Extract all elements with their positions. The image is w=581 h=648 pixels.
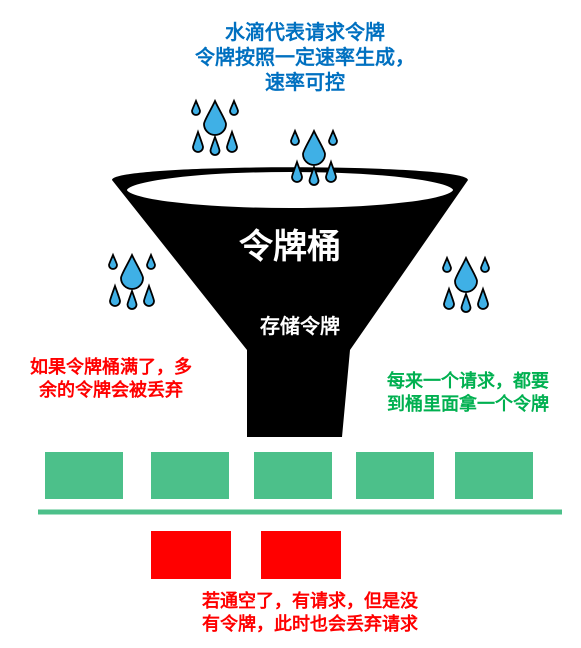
token-slot	[254, 452, 332, 499]
water-drop-icon	[143, 283, 155, 307]
water-drop-icon	[328, 128, 338, 146]
funnel-rim	[123, 168, 457, 212]
water-drop-icon	[291, 159, 303, 183]
water-drop-icon	[203, 98, 227, 136]
water-drop-icon	[226, 129, 238, 153]
discarded-request-block	[261, 531, 341, 579]
overflow-note-line-2: 余的令牌会被丢弃	[39, 379, 183, 401]
water-drop-icon	[209, 134, 221, 156]
token-slot	[45, 452, 123, 499]
water-drop-cluster-icon	[108, 252, 156, 310]
water-drop-cluster-icon	[442, 255, 490, 313]
water-drop-icon	[146, 252, 156, 270]
funnel-title: 令牌桶	[239, 227, 341, 267]
empty-bucket-note-line-1: 若通空了，有请求，但是没	[202, 591, 418, 612]
water-drop-cluster-icon	[290, 128, 338, 186]
token-slot	[151, 452, 229, 499]
water-drop-icon	[454, 255, 478, 293]
water-drop-icon	[126, 288, 138, 310]
water-drop-cluster-icon	[191, 98, 239, 156]
token-drop-note-line-2: 令牌按照一定速率生成，	[195, 45, 415, 69]
token-drop-note-line-3: 速率可控	[265, 70, 345, 94]
water-drop-icon	[109, 283, 121, 307]
water-drop-icon	[192, 129, 204, 153]
request-note-line-2: 到桶里面拿一个令牌	[387, 393, 549, 415]
water-drop-icon	[229, 98, 239, 116]
water-drop-icon	[460, 291, 472, 313]
token-drop-note: 水滴代表请求令牌 令牌按照一定速率生成， 速率可控	[160, 20, 450, 95]
water-drop-icon	[443, 286, 455, 310]
token-slot	[455, 452, 533, 499]
funnel-subtitle: 存储令牌	[260, 314, 340, 338]
empty-bucket-note: 若通空了，有请求，但是没 有令牌，此时也会丢弃请求	[150, 591, 470, 636]
water-drop-icon	[191, 98, 201, 116]
water-drop-icon	[480, 255, 490, 273]
water-drop-icon	[120, 252, 144, 290]
overflow-note: 如果令牌桶满了，多 余的令牌会被丢弃	[6, 357, 216, 402]
water-drop-icon	[325, 159, 337, 183]
empty-bucket-note-line-2: 有令牌，此时也会丢弃请求	[202, 613, 418, 635]
request-note-line-1: 每来一个请求，都要	[387, 371, 549, 392]
water-drop-icon	[302, 128, 326, 166]
token-slot	[356, 452, 434, 499]
water-drop-icon	[477, 286, 489, 310]
water-drop-icon	[308, 164, 320, 186]
water-drop-icon	[290, 128, 300, 146]
request-note: 每来一个请求，都要 到桶里面拿一个令牌	[358, 371, 578, 416]
token-drop-note-line-1: 水滴代表请求令牌	[225, 20, 385, 44]
overflow-note-line-1: 如果令牌桶满了，多	[30, 357, 192, 378]
water-drop-icon	[442, 255, 452, 273]
water-drop-icon	[108, 252, 118, 270]
discarded-request-block	[151, 531, 231, 579]
funnel-body	[112, 167, 468, 437]
